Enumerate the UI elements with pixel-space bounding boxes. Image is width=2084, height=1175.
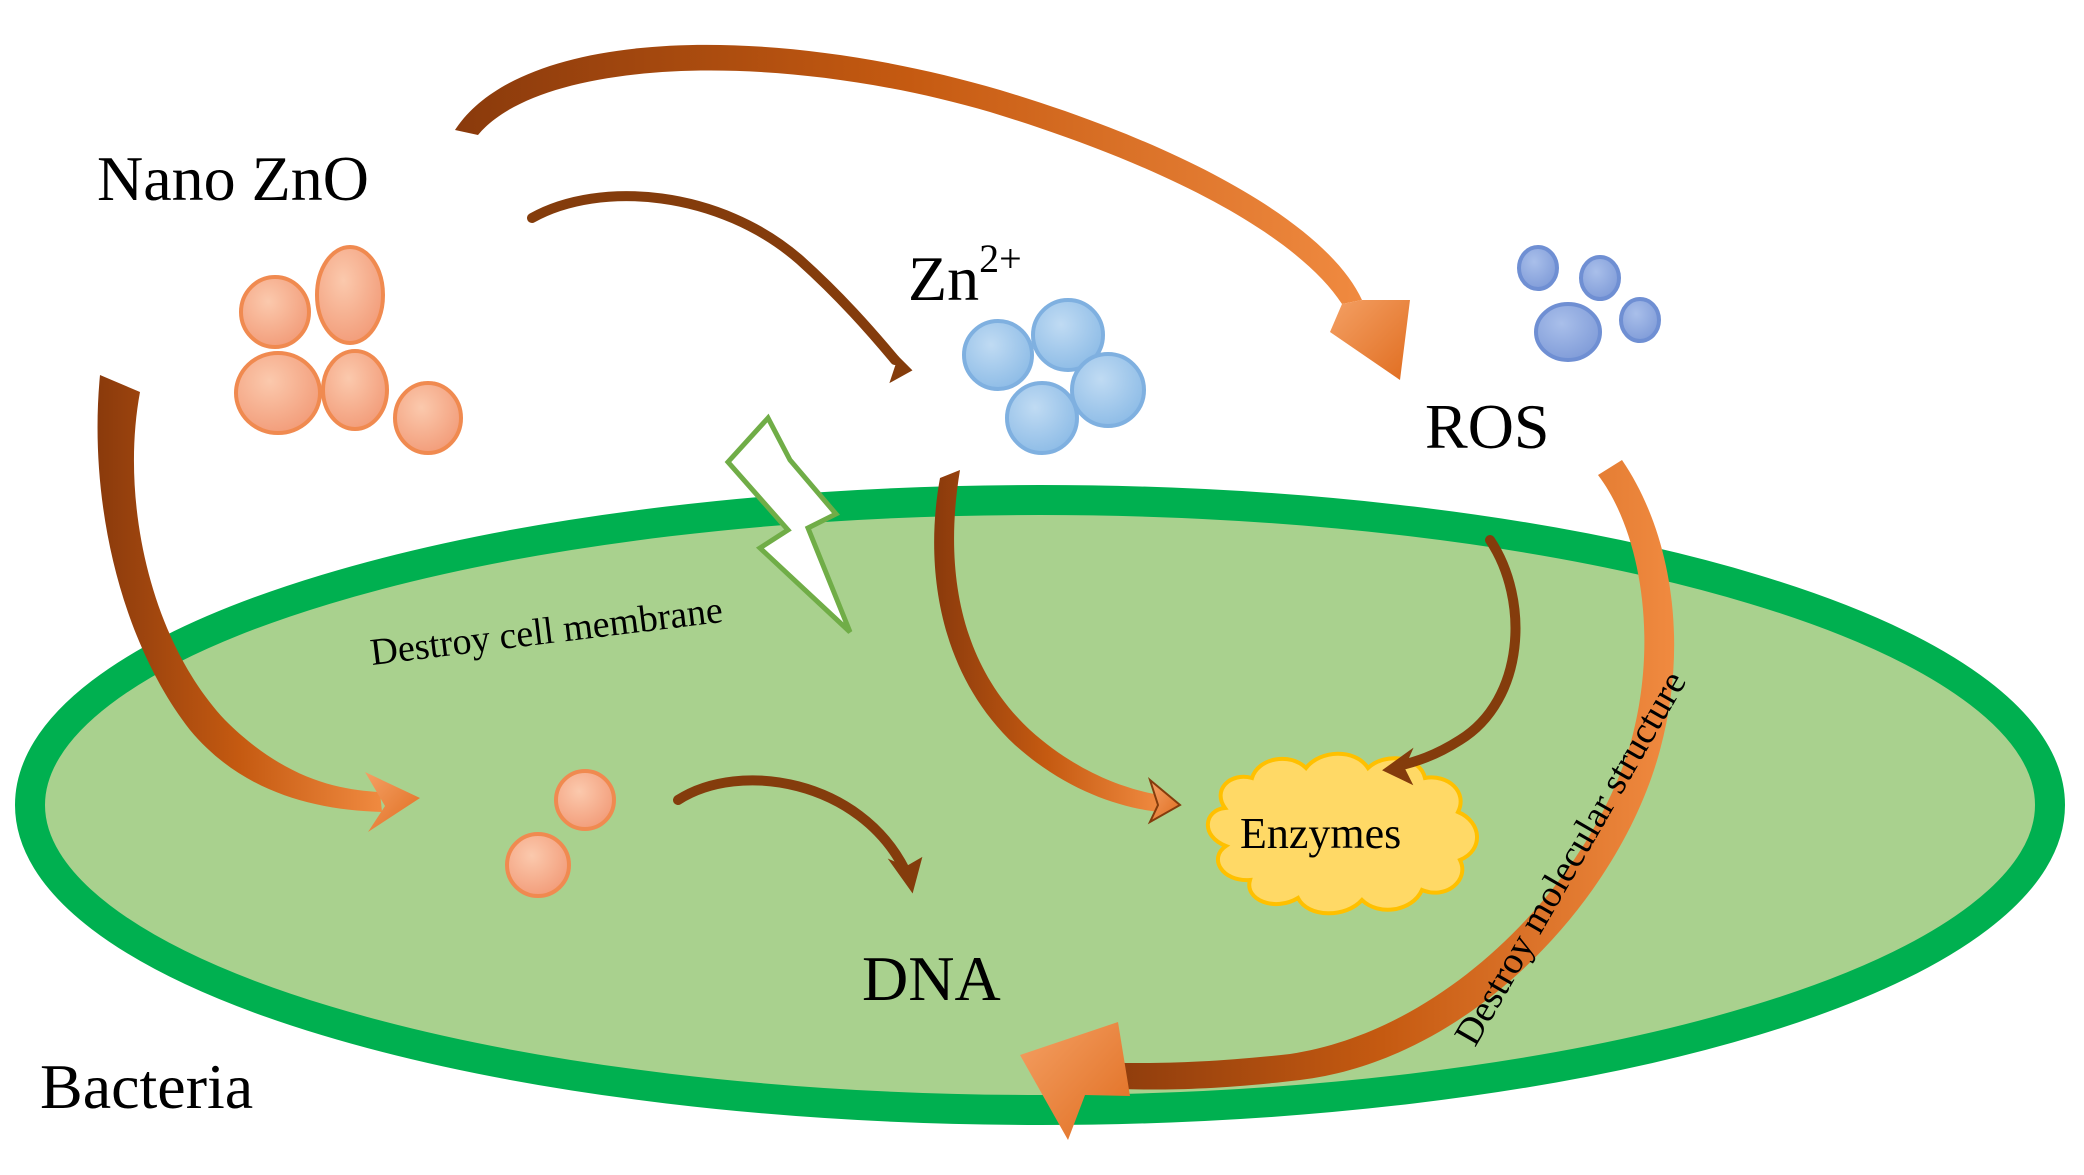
arrow-ros-to-enzymes (1393, 535, 1521, 771)
zn-ions (962, 298, 1146, 455)
arrow-head-cell (1020, 1022, 1130, 1140)
lightning-bolt-icon (724, 413, 853, 634)
label-bacteria: Bacteria (40, 1051, 253, 1122)
zno-particle (321, 349, 389, 431)
zno-particle-inside (554, 769, 616, 831)
label-zn-base: Zn (908, 243, 979, 314)
zn-ion (1070, 352, 1146, 428)
arrow-head-enzymes (1147, 777, 1182, 825)
label-zn-ion: Zn2+ (908, 236, 1022, 314)
enzymes-cloud (1205, 751, 1479, 916)
zn-ion (962, 319, 1034, 391)
zno-particle (239, 275, 311, 349)
zn-ion (1005, 381, 1079, 455)
ros-particles (1517, 245, 1661, 362)
ros-particle (1579, 255, 1621, 301)
zno-particle (393, 381, 463, 455)
zno-particle (315, 245, 385, 345)
arrow-zno-to-zn (527, 191, 900, 365)
arrow-head-zn (876, 336, 913, 384)
arrow-zno-inside (97, 375, 382, 812)
arrow-inside-to-dna (673, 775, 910, 875)
zn-ion (1031, 298, 1105, 372)
label-dna: DNA (862, 943, 1001, 1014)
label-zn-charge: 2+ (979, 236, 1022, 281)
label-nano-zno: Nano ZnO (97, 143, 369, 214)
arrow-ros-to-cell (1090, 460, 1675, 1090)
nano-zno-particles (234, 245, 463, 455)
ros-particle (1517, 245, 1559, 291)
zno-particle (234, 351, 322, 435)
arrow-head-enzymes-thin (1382, 747, 1414, 786)
ros-particle (1619, 297, 1661, 343)
ros-particle (1534, 302, 1602, 362)
zno-particle-inside (505, 832, 571, 898)
label-ros: ROS (1425, 391, 1550, 462)
arrow-head-ros (1330, 300, 1410, 380)
arrow-zno-to-ros (455, 44, 1362, 305)
arrow-head-dna (887, 856, 923, 894)
label-enzymes: Enzymes (1240, 809, 1401, 858)
internal-zno-particles (505, 769, 616, 898)
arrow-head-inside (365, 772, 420, 832)
bacteria-cell (15, 485, 2065, 1125)
